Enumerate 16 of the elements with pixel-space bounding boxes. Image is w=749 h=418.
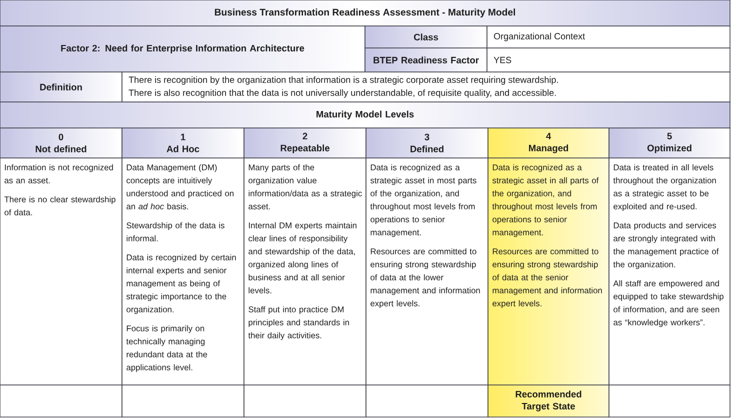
header-cell: Class [364, 26, 488, 48]
header-cell: BTEP Readiness Factor [364, 48, 488, 72]
level-header: 3 Defined [366, 128, 488, 158]
header-cell: Definition [0, 72, 122, 102]
label: Data is recognized by certain internal experts and senior management as being of strategic importance to the organization. [126, 254, 236, 314]
level-header: 0 Not defined [0, 128, 122, 158]
target-state-cell: Recommended Target State [488, 384, 610, 418]
table-cell: Organizational Context [486, 26, 730, 48]
level-header: 5 Optimized [608, 128, 730, 158]
level-header: 1 Ad Hoc [122, 128, 244, 158]
label: Data Management (DM) concepts are intuitively understood and practiced on an ad hoc basis. [126, 164, 234, 210]
label: Focus is primarily on technically managing redundant data at the applications level. [126, 325, 208, 372]
level-header: 2 Repeatable [244, 128, 366, 158]
level-header: 4 Managed [488, 128, 610, 158]
label: Stewardship of the data is informal. [126, 222, 224, 242]
table-cell: YES [486, 48, 730, 72]
